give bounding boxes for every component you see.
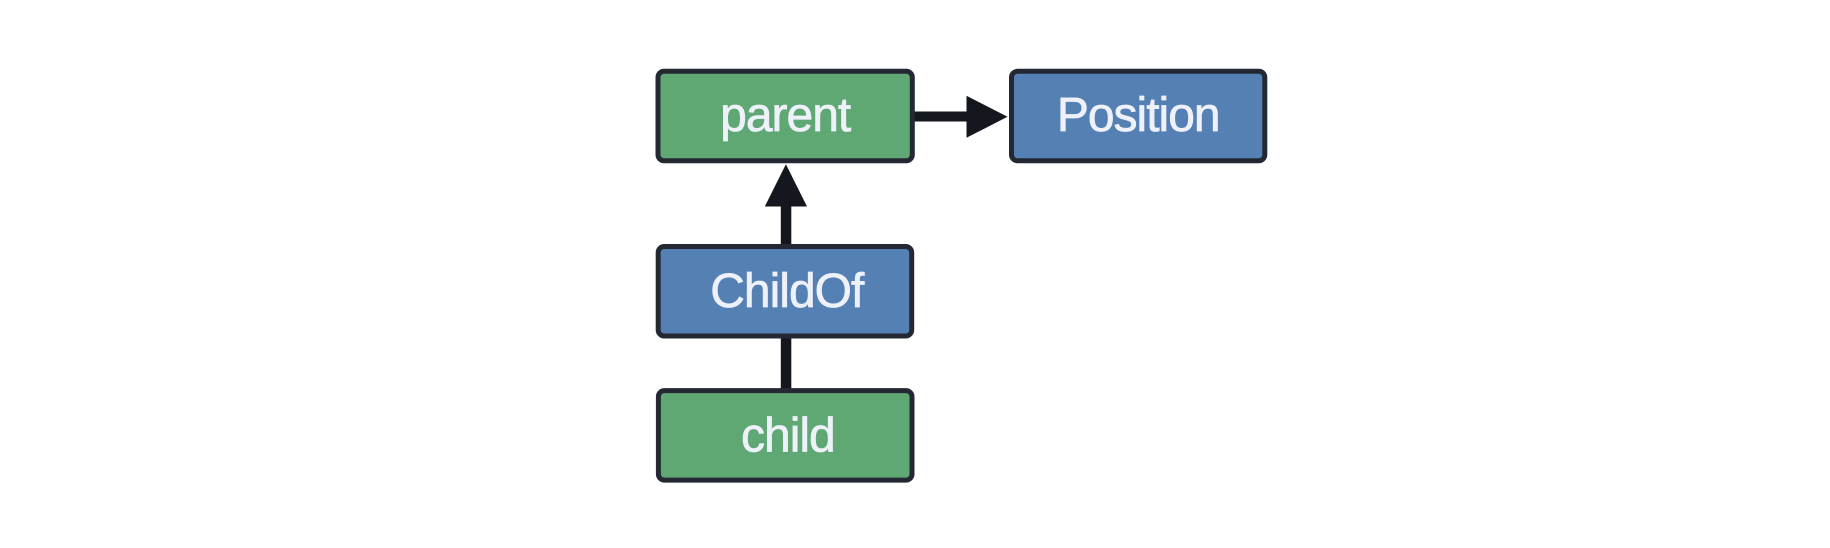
svg-text:parent: parent [720,89,851,142]
svg-text:Position: Position [1057,89,1220,142]
svg-text:child: child [741,409,835,462]
svg-text:ChildOf: ChildOf [710,265,865,318]
